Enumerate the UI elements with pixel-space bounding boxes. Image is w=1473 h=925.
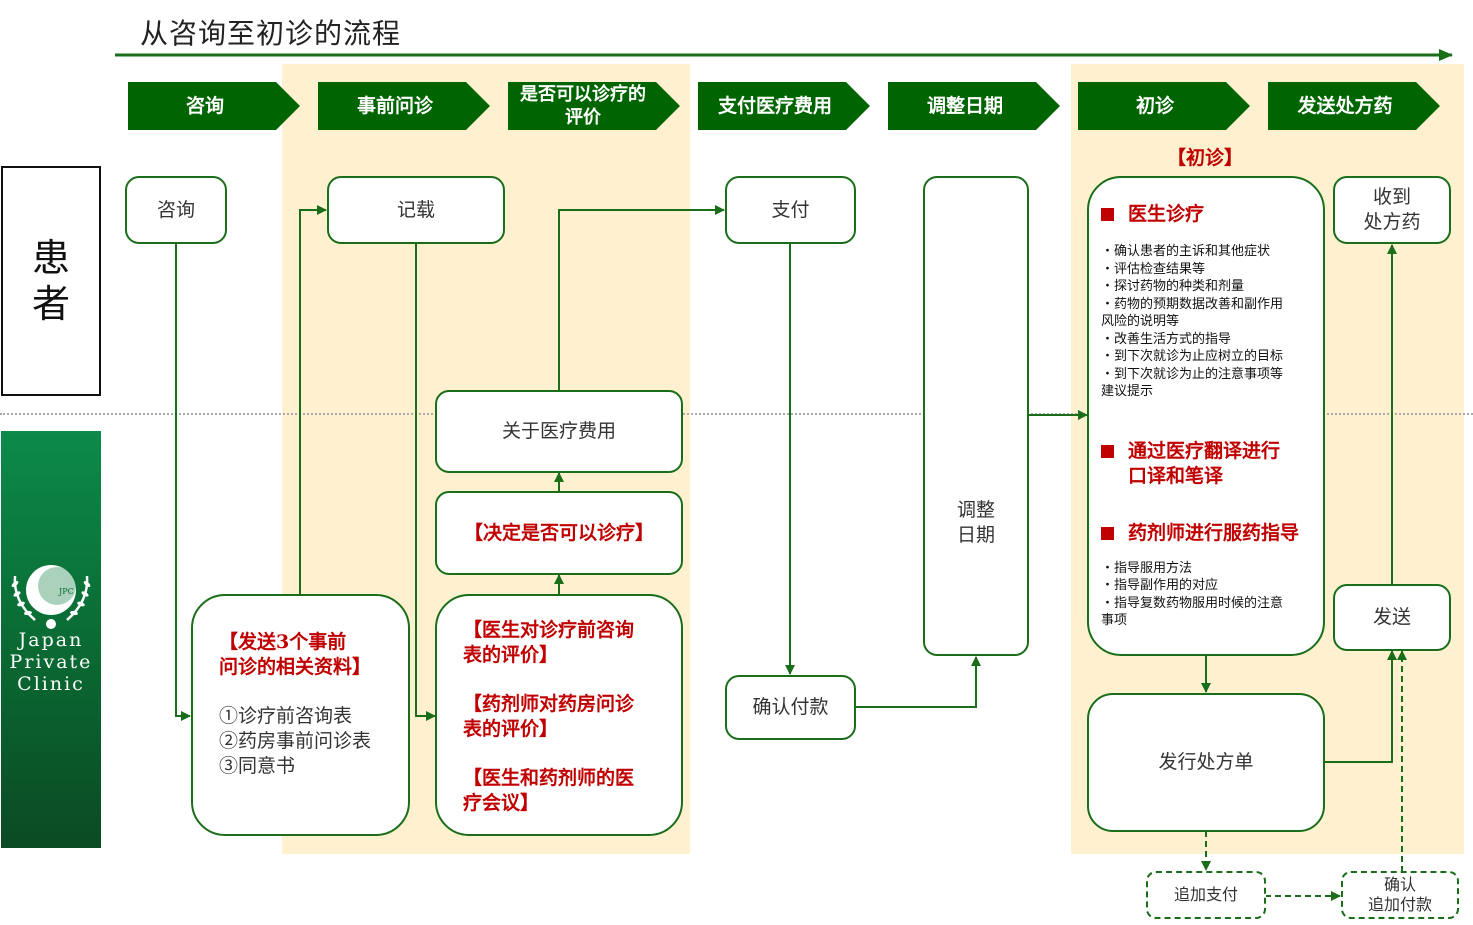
box-decide: 【决定是否可以诊疗】 (435, 491, 683, 575)
list-item: ・指导副作用的对应 (1101, 578, 1219, 593)
box-confirm-extra: 确认 追加付款 (1341, 871, 1459, 919)
connector-issuerx-ship (1324, 650, 1397, 763)
send-docs-heading-2: 问诊的相关资料】 (219, 656, 372, 678)
box-ship: 发送 (1333, 584, 1451, 651)
send-docs-item: ②药房事前问诊表 (219, 730, 372, 752)
list-item: ・到下次就诊为止的注意事项等 (1101, 366, 1284, 382)
connector-fillin-evaluation (415, 243, 436, 721)
box-confirm-payment-label: 确认付款 (752, 696, 829, 718)
clinic-name: Japan Private Clinic (1, 629, 101, 695)
box-about-fee-label: 关于医疗费用 (501, 420, 616, 442)
red-square-icon (1101, 526, 1114, 540)
phase-first-visit: 初诊 (1078, 82, 1250, 130)
box-extra-pay: 追加支付 (1146, 871, 1266, 919)
exam-heading-translation-1: 通过医疗翻译进行 (1128, 439, 1281, 462)
phase-evaluation: 是否可以诊疗的评价 (508, 82, 680, 130)
exam-heading-translation-2: 口译和笔译 (1128, 464, 1224, 487)
lane-divider (0, 413, 1473, 415)
doctor-exam-list: ・确认患者的主诉和其他症状 ・评估检查结果等 ・探讨药物的种类和剂量 ・药物的预… (1101, 243, 1283, 401)
patient-lane-label: 患 者 (1, 166, 101, 396)
clinic-lane-logo: JPC Japan Private Clinic (1, 431, 101, 848)
patient-label-2: 者 (31, 282, 70, 326)
box-schedule-label-1: 调整 (956, 499, 995, 521)
phase-send-rx: 发送处方药 (1268, 82, 1440, 130)
exam-heading-pharmacist-text: 药剂师进行服药指导 (1128, 521, 1300, 544)
connector-fee-pay (558, 205, 725, 390)
exam-heading-doctor: 医生诊疗 (1101, 202, 1204, 227)
phase-consult: 咨询 (128, 82, 300, 130)
svg-text:JPC: JPC (58, 587, 74, 596)
evaluation-item-3b: 疗会议】 (463, 792, 540, 814)
evaluation-item-1a: 【医生对诊疗前咨询 (463, 619, 635, 641)
box-confirm-extra-label-2: 追加付款 (1367, 895, 1432, 914)
box-schedule: 调整 日期 (923, 176, 1029, 656)
exam-heading-translation: 通过医疗翻译进行 口译和笔译 (1101, 439, 1280, 489)
clinic-name-1: Japan (18, 629, 84, 651)
box-receive-rx: 收到 处方药 (1333, 176, 1451, 244)
patient-label-1: 患 (31, 236, 70, 280)
send-docs-heading-1: 【发送3个事前 (219, 631, 347, 653)
list-item: ・确认患者的主诉和其他症状 (1101, 244, 1271, 259)
box-issue-rx-label: 发行处方单 (1158, 751, 1254, 773)
box-first-visit: 医生诊疗 ・确认患者的主诉和其他症状 ・评估检查结果等 ・探讨药物的种类和剂量 … (1087, 176, 1325, 656)
box-fill-in-label: 记载 (396, 198, 435, 221)
box-confirm-payment: 确认付款 (725, 675, 856, 740)
phase-schedule: 调整日期 (888, 82, 1060, 130)
first-visit-tag: 【初诊】 (1167, 147, 1244, 169)
evaluation-item-3a: 【医生和药剂师的医 (463, 767, 635, 789)
list-item: ・到下次就诊为止应树立的目标 (1101, 349, 1284, 364)
list-item: 风险的说明等 (1101, 314, 1180, 329)
clinic-name-3: Clinic (17, 673, 85, 695)
box-decide-label: 【决定是否可以诊疗】 (463, 521, 654, 544)
box-ship-label: 发送 (1372, 606, 1411, 628)
box-pay-label: 支付 (771, 198, 810, 221)
list-item: ・改善生活方式的指导 (1101, 331, 1232, 347)
phase-payment: 支付医疗费用 (698, 82, 870, 130)
box-consult: 咨询 (125, 176, 227, 244)
connector-confirm-schedule (855, 656, 981, 708)
list-item: ・指导复数药物服用时候的注意 (1101, 595, 1284, 611)
phase-pre-exam: 事前问诊 (318, 82, 490, 130)
box-about-fee: 关于医疗费用 (435, 390, 683, 473)
box-pay: 支付 (725, 176, 856, 244)
list-item: ・探讨药物的种类和剂量 (1101, 279, 1245, 294)
box-schedule-label-2: 日期 (956, 524, 995, 546)
box-extra-pay-label: 追加支付 (1173, 885, 1238, 904)
list-item: ・药物的预期数据改善和副作用 (1101, 296, 1284, 312)
evaluation-item-2a: 【药剂师对药房问诊 (463, 693, 635, 715)
connector-senddocs-fillin (299, 205, 327, 594)
page-title: 从咨询至初诊的流程 (140, 17, 402, 50)
red-square-icon (1101, 444, 1114, 458)
box-receive-rx-label-2: 处方药 (1363, 211, 1421, 233)
send-docs-item: ①诊疗前咨询表 (219, 705, 353, 727)
box-confirm-extra-label-1: 确认 (1383, 875, 1416, 894)
red-square-icon (1101, 208, 1114, 221)
box-send-docs: 【发送3个事前 问诊的相关资料】 ①诊疗前咨询表 ②药房事前问诊表 ③同意书 (191, 594, 410, 836)
send-docs-item: ③同意书 (219, 755, 296, 777)
box-evaluation: 【医生对诊疗前咨询 表的评价】 【药剂师对药房问诊 表的评价】 【医生和药剂师的… (435, 594, 683, 836)
evaluation-item-2b: 表的评价】 (463, 718, 559, 740)
jpc-emblem-icon: JPC (11, 565, 91, 629)
clinic-name-2: Private (9, 651, 93, 673)
pharmacist-list: ・指导服用方法 ・指导副作用的对应 ・指导复数药物服用时候的注意 事项 (1101, 560, 1283, 630)
box-fill-in: 记载 (327, 176, 505, 244)
list-item: 建议提示 (1101, 384, 1154, 399)
box-issue-rx: 发行处方单 (1087, 693, 1325, 832)
list-item: ・评估检查结果等 (1101, 261, 1206, 277)
exam-heading-doctor-text: 医生诊疗 (1128, 203, 1205, 225)
list-item: ・指导服用方法 (1101, 560, 1193, 576)
connector-consult-senddocs (175, 243, 191, 721)
list-item: 事项 (1101, 613, 1128, 628)
exam-heading-pharmacist: 药剂师进行服药指导 (1101, 521, 1299, 546)
evaluation-item-1b: 表的评价】 (463, 644, 559, 666)
box-receive-rx-label-1: 收到 (1372, 186, 1411, 208)
box-consult-label: 咨询 (156, 198, 195, 221)
